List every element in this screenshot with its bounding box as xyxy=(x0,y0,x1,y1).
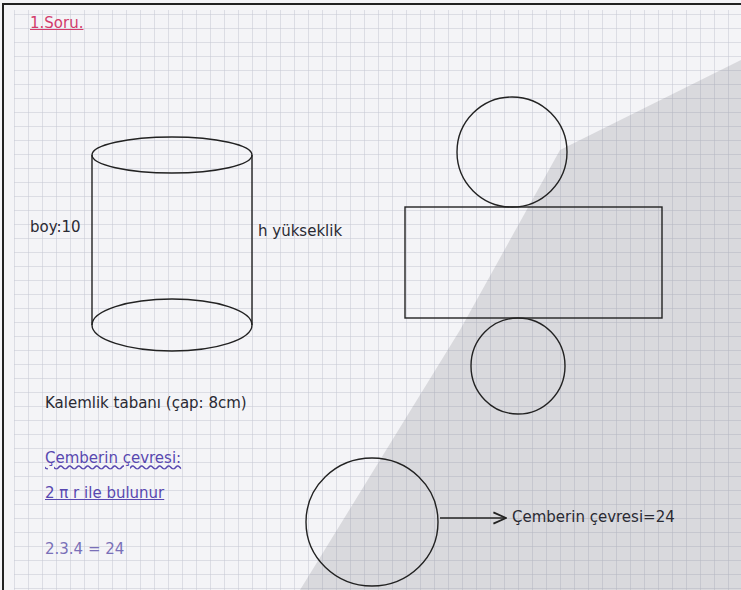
formula-note: 2 π r ile bulunur xyxy=(45,484,164,502)
height-note: h yükseklik xyxy=(258,222,342,240)
height-label: boy:10 xyxy=(30,218,81,236)
question-title: 1.Soru. xyxy=(30,14,83,32)
circumference-result: Çemberin çevresi=24 xyxy=(512,508,675,526)
calculation: 2.3.4 = 24 xyxy=(45,540,124,558)
section-heading: Çemberin çevresi: xyxy=(45,449,181,467)
base-note: Kalemlik tabanı (çap: 8cm) xyxy=(45,394,247,412)
